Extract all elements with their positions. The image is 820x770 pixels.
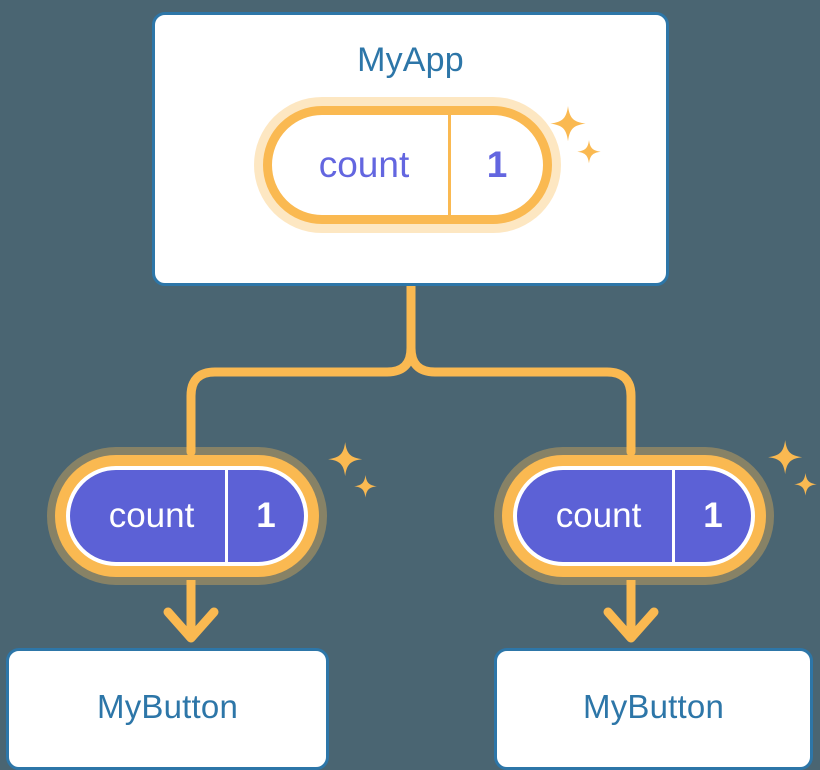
state-pill-consumer-right[interactable]: count 1 [513,466,755,566]
mybutton-card-left-title: MyButton [97,688,238,725]
state-pill-body: count 1 [263,106,552,224]
state-pill-key: count [318,144,410,185]
sparkle-icon [328,442,377,498]
state-pill-myapp[interactable]: count 1 [263,106,552,224]
mybutton-card-right-title: MyButton [583,688,724,725]
arrow-left-head [163,607,219,643]
mybutton-card-left[interactable]: MyButton [6,648,329,770]
mybutton-card-right[interactable]: MyButton [494,648,813,770]
state-pill-value: 1 [703,496,723,535]
state-pill-value: 1 [486,144,508,185]
state-pill-key: count [108,496,195,535]
sparkle-icon [768,440,817,496]
state-pill-body: count 1 [513,466,755,566]
state-pill-divider [448,115,451,215]
state-pill-key: count [555,496,642,535]
sparkle-group-consumer-right [760,438,820,511]
state-pill-divider [672,470,675,562]
sparkle-group-consumer-left [320,440,380,513]
branch-connector [186,281,636,457]
state-pill-consumer-left[interactable]: count 1 [66,466,308,566]
arrow-right-head [603,607,659,643]
myapp-card-title: MyApp [357,41,464,79]
state-pill-divider [225,470,228,562]
state-pill-body: count 1 [66,466,308,566]
state-pill-value: 1 [256,496,276,535]
